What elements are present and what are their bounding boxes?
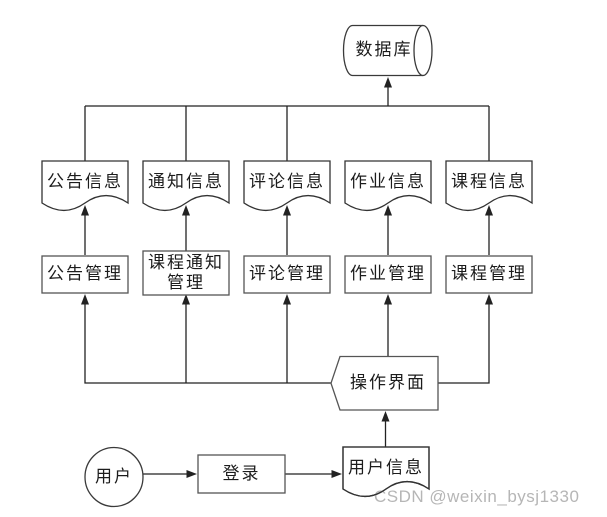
box-login bbox=[197, 454, 286, 494]
doc-homework-info bbox=[344, 160, 432, 212]
watermark: CSDN @weixin_bysj1330 bbox=[374, 487, 580, 506]
doc-course-info bbox=[445, 160, 533, 212]
user-circle bbox=[84, 446, 144, 508]
doc-announcement-info bbox=[41, 160, 129, 212]
box-course-manage bbox=[445, 255, 533, 294]
connector-lines bbox=[84, 87, 490, 475]
box-comment-manage bbox=[243, 255, 331, 294]
operation-interface-shape bbox=[330, 355, 439, 411]
doc-comment-info bbox=[243, 160, 331, 212]
doc-notice-info bbox=[142, 160, 230, 212]
arrow-heads bbox=[81, 77, 493, 478]
database-cylinder bbox=[342, 24, 433, 77]
box-homework-manage bbox=[344, 255, 432, 294]
box-announcement-manage bbox=[41, 255, 129, 294]
box-course-notice-manage bbox=[142, 250, 230, 296]
